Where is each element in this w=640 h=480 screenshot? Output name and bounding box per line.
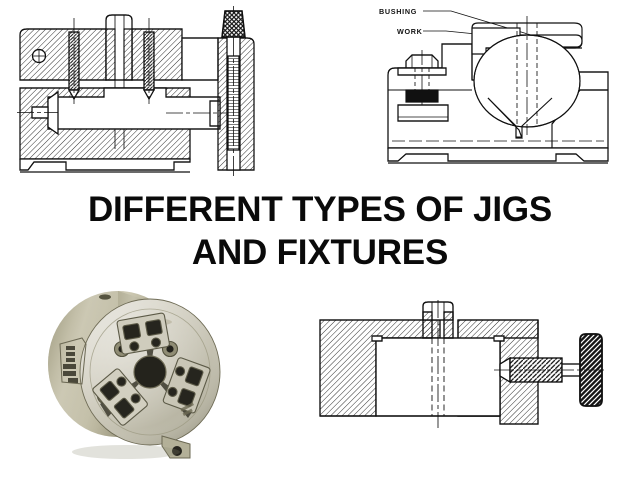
figure-drill-jig-sectional [14, 4, 274, 179]
label-work: WORK [397, 27, 423, 36]
figure-v-block-drill-jig: BUSHING WORK [376, 2, 638, 180]
figure-fixture-thumb-screw [316, 300, 606, 450]
title-line-1: DIFFERENT TYPES OF JIGS [87, 190, 553, 229]
figure-three-jaw-chuck-photo [30, 286, 246, 462]
page-title: DIFFERENT TYPES OF JIGS AND FIXTURES [0, 188, 640, 274]
title-line-2: AND FIXTURES [191, 233, 449, 272]
label-bushing: BUSHING [379, 7, 417, 16]
